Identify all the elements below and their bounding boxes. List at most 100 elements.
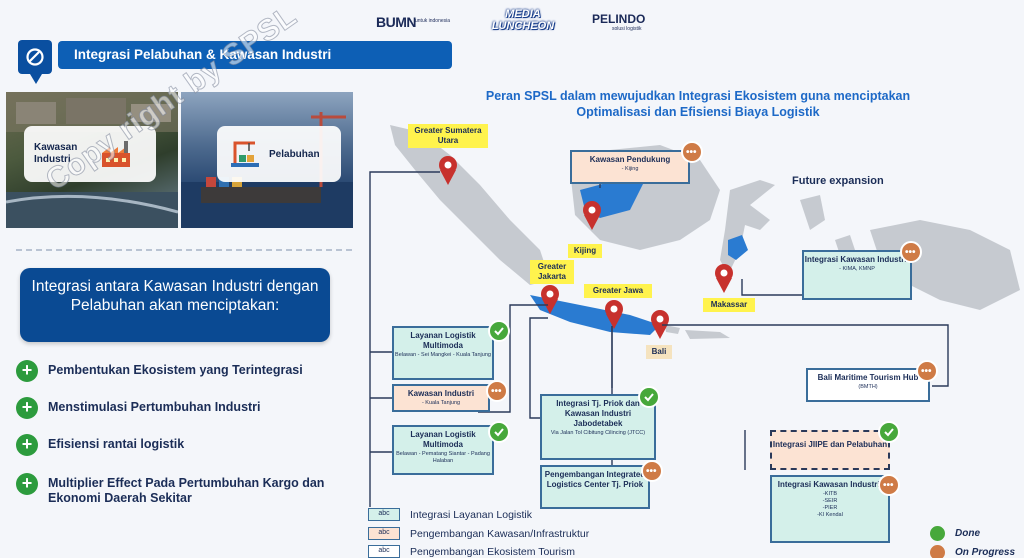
box-bali-maritime: Bali Maritime Tourism Hub (BMTH): [806, 368, 930, 402]
legend-label: Pengembangan Kawasan/Infrastruktur: [410, 527, 590, 540]
map-label-jawa: Greater Jawa: [584, 284, 652, 298]
kawasan-industri-card: Kawasan Industri: [24, 126, 156, 182]
on-progress-badge: •••: [486, 380, 508, 402]
box-kawasan-industri: Kawasan Industri - Kuala Tanjung: [392, 384, 490, 412]
box-integrasi-kitb: Integrasi Kawasan Industri: -KITB -SEIR …: [770, 475, 890, 543]
done-badge: [488, 421, 510, 443]
box-subtitle: Belawan - Sei Mangkei - Kuala Tanjung: [395, 352, 491, 358]
kawasan-industri-label: Kawasan Industri: [34, 142, 78, 165]
legend-progress: On Progress: [930, 545, 1015, 558]
legend-swatch: abc: [368, 508, 400, 521]
box-subtitle: -PIER: [822, 505, 838, 511]
box-subtitle: Via Jalan Tol Cibitung Cilincing (JTCC): [550, 430, 646, 436]
box-ilc-priok: Pengembangan Integrated Logistics Center…: [540, 465, 650, 509]
box-title: Integrasi JIIPE dan Pelabuhan: [772, 440, 888, 449]
map-title: Peran SPSL dalam mewujudkan Integrasi Ek…: [438, 88, 958, 120]
port-illustration: [181, 112, 353, 228]
pelabuhan-card: Pelabuhan: [217, 126, 341, 182]
box-subtitle: - Kuala Tanjung: [421, 400, 461, 406]
checkmark-icon: [884, 428, 894, 437]
box-layanan-multimoda-1: Layanan Logistik Multimoda Belawan - Sei…: [392, 326, 494, 380]
checkmark-icon: [494, 428, 504, 437]
box-title: Layanan Logistik Multimoda: [410, 331, 476, 350]
spsl-logo-badge: [18, 40, 52, 84]
benefit-text: Efisiensi rantai logistik: [48, 437, 185, 451]
map-label-bali: Bali: [646, 345, 672, 359]
legend-done-label: Done: [955, 528, 980, 539]
legend-swatch: abc: [368, 527, 400, 540]
port-crane-icon: [231, 141, 259, 167]
plus-icon: +: [16, 397, 38, 419]
legend-label: Pengembangan Ekosistem Tourism: [410, 545, 575, 558]
factory-icon: [102, 141, 130, 167]
on-progress-badge: •••: [916, 360, 938, 382]
box-integrasi-kima: Integrasi Kawasan Industri: - KIMA, KMNP: [802, 250, 912, 300]
legend-swatch: abc: [368, 545, 400, 558]
legend-white: abc Pengembangan Ekosistem Tourism: [368, 545, 575, 558]
progress-dot-icon: [930, 545, 945, 558]
bumn-logo: BUMN: [376, 14, 417, 30]
box-subtitle: - Kijing: [621, 166, 639, 172]
pelindo-logo-tagline: solusi logistik: [612, 26, 642, 32]
map-label-kijing: Kijing: [568, 244, 602, 258]
map-title-line1: Peran SPSL dalam mewujudkan Integrasi Ek…: [485, 89, 911, 103]
benefit-item: + Pembentukan Ekosistem yang Terintegras…: [16, 360, 303, 382]
legend-peach: abc Pengembangan Kawasan/Infrastruktur: [368, 527, 589, 540]
box-subtitle: -KITB: [822, 491, 838, 497]
industrial-estate-illustration: [6, 92, 178, 228]
benefit-item: + Multiplier Effect Pada Pertumbuhan Kar…: [16, 473, 338, 506]
done-badge: [488, 320, 510, 342]
box-title: Integrasi Tj. Priok dan Kawasan Industri…: [556, 399, 640, 428]
done-badge: [878, 421, 900, 443]
plus-icon: +: [16, 434, 38, 456]
pelabuhan-label: Pelabuhan: [269, 148, 320, 160]
box-title: Integrasi Kawasan Industri:: [777, 480, 883, 489]
header-logos: BUMN untuk indonesia MEDIA LUNCHEON PELI…: [370, 6, 670, 36]
benefit-item: + Menstimulasi Pertumbuhan Industri: [16, 397, 261, 419]
box-title: Layanan Logistik Multimoda: [410, 430, 476, 449]
bumn-logo-tagline: untuk indonesia: [415, 18, 451, 24]
on-progress-badge: •••: [681, 141, 703, 163]
box-subtitle: (BMTH): [858, 384, 878, 390]
box-title: Kawasan Industri: [407, 389, 475, 398]
plus-icon: +: [16, 360, 38, 382]
box-subtitle: -SEIR: [822, 498, 838, 504]
divider: [16, 249, 352, 251]
box-integrasi-priok: Integrasi Tj. Priok dan Kawasan Industri…: [540, 394, 656, 460]
benefit-item: + Efisiensi rantai logistik: [16, 434, 184, 456]
box-subtitle: -KI Kendal: [817, 512, 843, 518]
benefit-text: Menstimulasi Pertumbuhan Industri: [48, 400, 261, 414]
map-label-sumatera: Greater Sumatera Utara: [408, 124, 488, 148]
legend-progress-label: On Progress: [955, 547, 1016, 558]
future-expansion-label: Future expansion: [792, 175, 884, 187]
section-title: Integrasi Pelabuhan & Kawasan Industri: [58, 41, 452, 69]
legend-done: Done: [930, 526, 980, 541]
legend-teal: abc Integrasi Layanan Logistik: [368, 508, 532, 521]
box-title: Bali Maritime Tourism Hub: [817, 373, 919, 382]
box-title: Integrasi Kawasan Industri:: [804, 255, 910, 264]
box-integrasi-jiipe: Integrasi JIIPE dan Pelabuhan: [770, 430, 890, 470]
on-progress-badge: •••: [900, 241, 922, 263]
checkmark-icon: [494, 327, 504, 336]
plus-icon: +: [16, 473, 38, 495]
box-title: Pengembangan Integrated Logistics Center…: [544, 470, 646, 489]
done-dot-icon: [930, 526, 945, 541]
checkmark-icon: [644, 393, 654, 402]
map-label-makassar: Makassar: [703, 298, 755, 312]
box-layanan-multimoda-2: Layanan Logistik Multimoda Belawan - Pem…: [392, 425, 494, 475]
on-progress-badge: •••: [878, 474, 900, 496]
port-photo: Pelabuhan: [181, 92, 353, 228]
spsl-logo-icon: [26, 48, 44, 66]
box-subtitle: Belawan - Pematang Siantar - Padang Hala…: [396, 451, 490, 464]
box-kawasan-pendukung: Kawasan Pendukung - Kijing: [570, 150, 690, 184]
pelindo-logo: PELINDO: [592, 12, 646, 26]
box-subtitle: - KIMA, KMNP: [839, 266, 875, 272]
done-badge: [638, 386, 660, 408]
media-luncheon-logo: MEDIA LUNCHEON: [491, 8, 555, 32]
map-label-jakarta: Greater Jakarta: [530, 260, 574, 284]
benefit-text: Multiplier Effect Pada Pertumbuhan Kargo…: [48, 476, 325, 505]
box-title: Kawasan Pendukung: [589, 155, 671, 164]
industrial-estate-photo: Kawasan Industri: [6, 92, 178, 228]
integration-summary-box: Integrasi antara Kawasan Industri dengan…: [20, 268, 330, 342]
on-progress-badge: •••: [641, 460, 663, 482]
